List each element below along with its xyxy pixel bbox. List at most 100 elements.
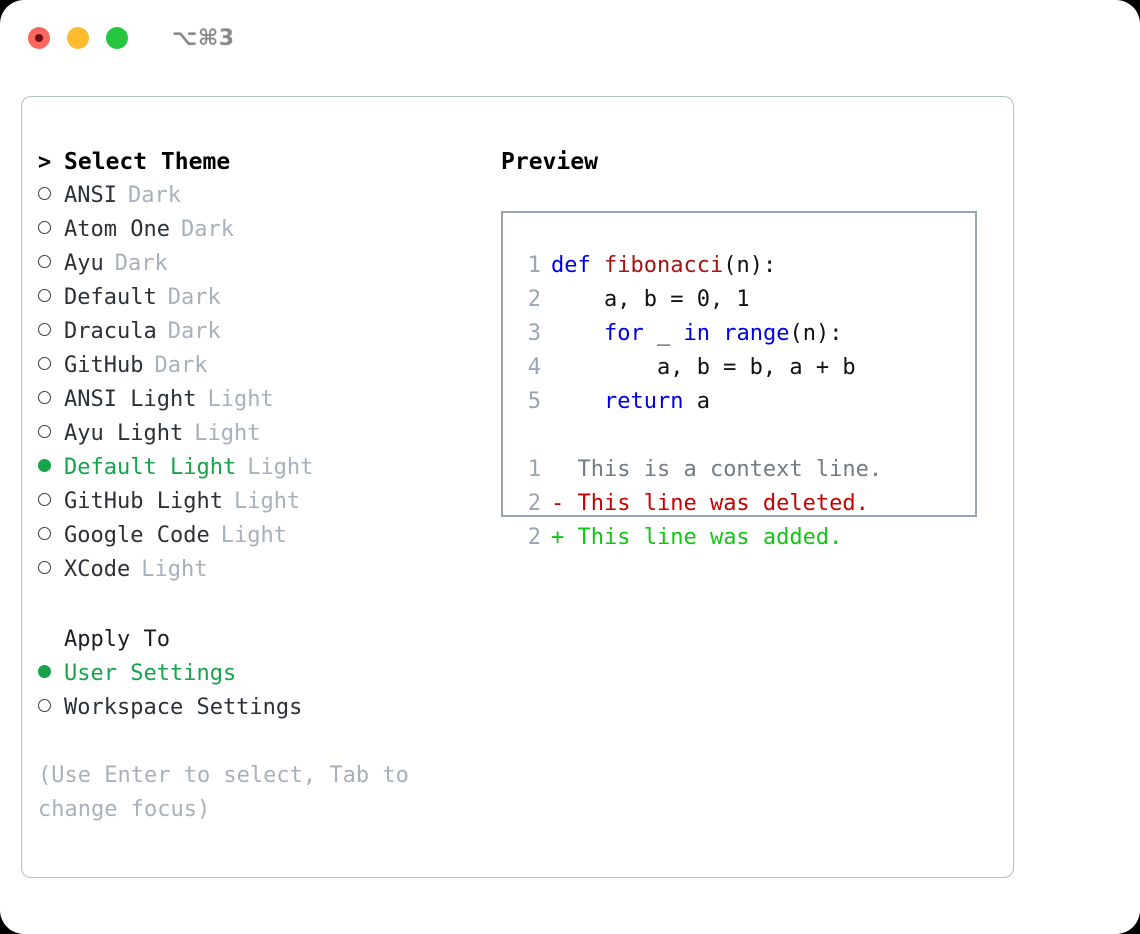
bullet-shape: [38, 391, 51, 404]
diff-line: 2- This line was deleted.: [515, 491, 975, 525]
theme-category: Light: [220, 523, 287, 548]
window-controls: [28, 27, 128, 49]
radio-unselected-icon[interactable]: [38, 253, 64, 275]
radio-unselected-icon[interactable]: [38, 287, 64, 309]
apply-to-label: User Settings: [64, 661, 237, 686]
theme-name: Default: [64, 285, 157, 310]
diff-text: This line was deleted.: [564, 491, 869, 516]
theme-list-item[interactable]: Default Light Light: [38, 455, 488, 489]
diff-text: This line was added.: [564, 525, 843, 550]
bullet-shape: [38, 561, 51, 574]
diff-text: This is a context line.: [564, 457, 883, 482]
theme-category: Light: [247, 455, 314, 480]
code-token-kw: for: [603, 321, 644, 346]
theme-list-item[interactable]: ANSI Light Light: [38, 387, 488, 421]
theme-name: GitHub Light: [64, 489, 223, 514]
code-token-plain: (n):: [723, 253, 777, 278]
theme-category: Dark: [167, 285, 221, 310]
radio-unselected-icon[interactable]: [38, 525, 64, 547]
radio-selected-icon[interactable]: [38, 457, 64, 479]
radio-unselected-icon[interactable]: [38, 321, 64, 343]
close-button[interactable]: [28, 27, 50, 49]
line-number: 1: [527, 457, 541, 482]
code-token-plain: [551, 389, 604, 414]
diff-line: 1 This is a context line.: [515, 457, 975, 491]
diff-sample: 1 This is a context line.2- This line wa…: [515, 457, 975, 559]
bullet-shape: [38, 357, 51, 370]
bullet-shape: [38, 699, 51, 712]
radio-unselected-icon[interactable]: [38, 219, 64, 241]
theme-name: GitHub: [64, 353, 144, 378]
code-token-kw: range: [723, 321, 790, 346]
apply-to-item[interactable]: User Settings: [38, 661, 488, 695]
code-line: 3 for _ in range(n):: [515, 321, 975, 355]
theme-name: ANSI Light: [64, 387, 197, 412]
radio-unselected-icon[interactable]: [38, 491, 64, 513]
radio-unselected-icon[interactable]: [38, 355, 64, 377]
code-line: 4 a, b = b, a + b: [515, 355, 975, 389]
code-token-plain: (n):: [789, 321, 843, 346]
radio-selected-icon[interactable]: [38, 663, 64, 685]
code-token-plain: a: [683, 389, 710, 414]
radio-unselected-icon[interactable]: [38, 697, 64, 719]
bullet-shape: [38, 323, 51, 336]
radio-unselected-icon[interactable]: [38, 423, 64, 445]
line-number: 2: [527, 491, 541, 516]
code-token-plain: _: [643, 321, 684, 346]
bullet-shape: [38, 289, 51, 302]
maximize-button[interactable]: [106, 27, 128, 49]
code-token-plain: [551, 321, 604, 346]
theme-category: Light: [141, 557, 208, 582]
diff-sign: -: [551, 491, 565, 516]
minimize-button[interactable]: [67, 27, 89, 49]
code-token-kw: in: [683, 321, 710, 346]
bullet-shape: [38, 665, 51, 678]
bullet-shape: [38, 255, 51, 268]
code-token-kw: def: [551, 253, 604, 278]
radio-unselected-icon[interactable]: [38, 389, 64, 411]
theme-category: Dark: [180, 217, 234, 242]
radio-unselected-icon[interactable]: [38, 185, 64, 207]
line-number: 2: [527, 525, 541, 550]
theme-category: Dark: [167, 319, 221, 344]
theme-category: Dark: [114, 251, 168, 276]
code-token-fn: fibonacci: [603, 253, 724, 278]
apply-to-item[interactable]: Workspace Settings: [38, 695, 488, 729]
diff-sign: +: [551, 525, 565, 550]
apply-to-title: Apply To: [64, 627, 170, 652]
code-line: 2 a, b = 0, 1: [515, 287, 975, 321]
code-token-kw: return: [603, 389, 684, 414]
theme-category: Light: [207, 387, 274, 412]
theme-name: Default Light: [64, 455, 237, 480]
code-diff-separator: [515, 423, 975, 457]
code-line: 5 return a: [515, 389, 975, 423]
line-number: 3: [527, 321, 541, 346]
bullet-shape: [38, 527, 51, 540]
theme-list-item[interactable]: Default Dark: [38, 285, 488, 319]
bullet-shape: [38, 459, 51, 472]
code-token-plain: a, b = 0, 1: [551, 287, 750, 312]
apply-to-label: Workspace Settings: [64, 695, 303, 720]
radio-unselected-icon[interactable]: [38, 559, 64, 581]
bullet-shape: [38, 493, 51, 506]
line-number: 5: [527, 389, 541, 414]
line-number: 4: [527, 355, 541, 380]
code-token-plain: [710, 321, 723, 346]
